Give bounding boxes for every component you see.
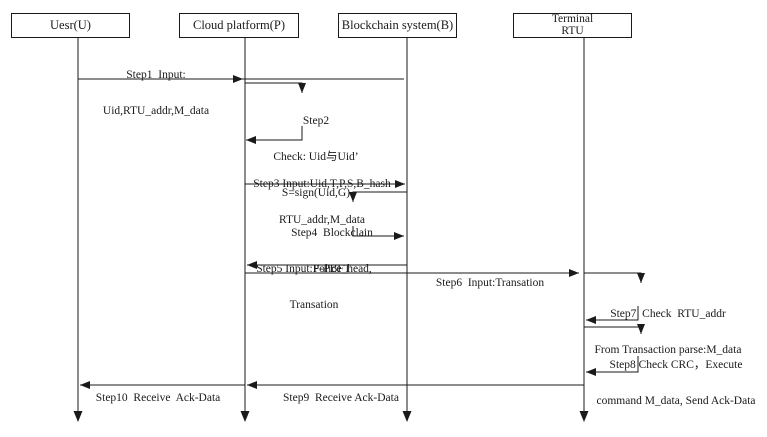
message-text: Step1 Input: — [126, 69, 186, 81]
lifeline-terminal-arrowhead-icon — [579, 411, 589, 422]
actor-label: RTU — [561, 24, 584, 37]
step7-return-line — [586, 306, 639, 321]
message-label-step10: Step10 Receive Ack-Data — [96, 368, 221, 428]
step8-return-line — [586, 356, 639, 373]
message-label-step3: Step3 Input:Uid,T,P,S,B_hash RTU_addr,M_… — [253, 154, 390, 250]
step7-return-arrowhead-icon — [586, 316, 596, 324]
message-text: RTU_addr,M_data — [278, 214, 366, 226]
actor-label: Cloud platform(P) — [192, 18, 285, 33]
step8-call-arrowhead-icon — [637, 324, 645, 334]
message-label-step8: Step8 Check CRC，Execute command M_data, … — [596, 335, 755, 431]
actor-box-blockchain-system: Blockchain system(B) — [338, 13, 457, 38]
message-text: Transation — [289, 299, 339, 311]
message-text: Step8 Check CRC，Execute — [609, 359, 743, 371]
message-label-step7: Step7 Check RTU_addr From Transaction pa… — [595, 284, 742, 380]
step4-return-line — [352, 226, 404, 237]
step2-return-arrowhead-icon — [246, 136, 256, 144]
message-text: Step3 Input:Uid,T,P,S,B_hash — [253, 178, 391, 190]
actor-label: Blockchain system(B) — [341, 18, 454, 33]
actor-box-user: Uesr(U) — [11, 13, 130, 38]
message-text: Check: Uid与Uid’ — [273, 151, 359, 163]
message-label-step9: Step9 Receive Ack-Data — [283, 368, 399, 428]
actor-label: Uesr(U) — [50, 18, 91, 33]
message-label-step5: Step5 Input:Police_head, Transation — [256, 239, 372, 335]
step4-return-arrowhead-icon — [394, 232, 404, 240]
step3-arrowhead-icon — [395, 180, 405, 188]
message-text: Step7 Check RTU_addr — [610, 308, 726, 320]
message-text: S=sign(Uid,G) — [281, 187, 351, 199]
lifeline-user-arrowhead-icon — [73, 411, 83, 422]
message-text: Step6 Input:Transation — [435, 277, 545, 289]
message-text: Step9 Receive Ack-Data — [283, 392, 399, 404]
lifeline-blockchain-arrowhead-icon — [402, 411, 412, 422]
step2-call-arrowhead-icon — [298, 83, 306, 93]
message-text: command M_data, Send Ack-Data — [596, 395, 756, 407]
lifeline-cloud-arrowhead-icon — [240, 411, 250, 422]
step9-arrowhead-icon — [247, 381, 257, 389]
message-label-step4: Step4 Blockclain F-PBFT — [291, 203, 373, 299]
step6-arrowhead-icon — [569, 269, 579, 277]
message-label-step6: Step6 Input:Transation — [436, 253, 544, 313]
step10-arrowhead-icon — [80, 381, 90, 389]
step7-call-line — [584, 272, 642, 283]
actor-label: Terminal — [551, 13, 594, 25]
step1-arrowhead-icon — [233, 75, 243, 83]
step7-call-arrowhead-icon — [637, 273, 645, 283]
message-label-step2: Step2 Check: Uid与Uid’ S=sign(Uid,G) — [273, 91, 358, 223]
step2-return-line — [246, 126, 303, 141]
message-text: F-PBFT — [313, 263, 351, 275]
message-text: Step10 Receive Ack-Data — [95, 392, 221, 404]
actor-box-cloud-platform: Cloud platform(P) — [179, 13, 299, 38]
message-text: Step4 Blockclain — [291, 227, 373, 239]
message-text: Uid,RTU_addr,M_data — [102, 105, 210, 117]
message-label-step1: Step1 Input: Uid,RTU_addr,M_data — [103, 45, 209, 141]
message-text: Step5 Input:Police_head, — [256, 263, 372, 275]
message-text: From Transaction parse:M_data — [594, 344, 742, 356]
message-text: Step2 — [302, 115, 330, 127]
step4-call-arrowhead-icon — [349, 192, 357, 202]
step5-arrowhead-icon — [247, 261, 257, 269]
step8-return-arrowhead-icon — [586, 368, 596, 376]
actor-box-terminal-rtu: Terminal RTU — [513, 13, 632, 38]
